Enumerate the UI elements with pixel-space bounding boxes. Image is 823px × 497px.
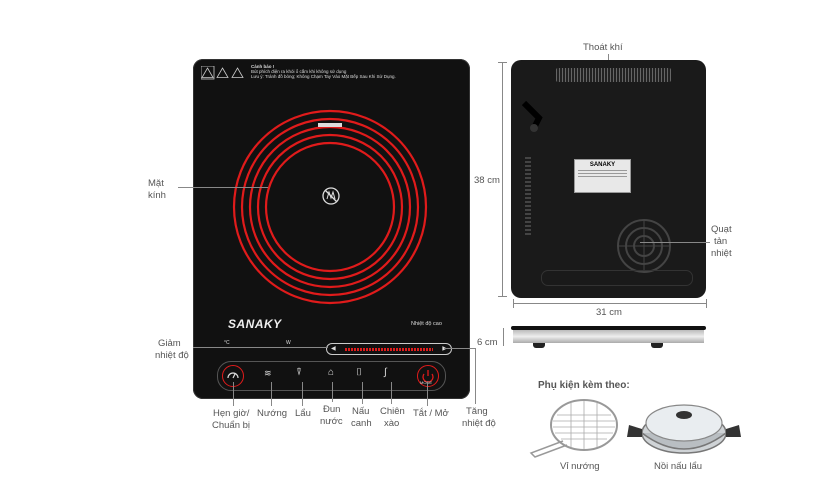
cooktop-bottom-view: SANAKY: [511, 60, 706, 298]
heating-coil: [232, 109, 428, 305]
label-timer-1: Hẹn giờ/: [213, 408, 250, 419]
hotpot-image: [627, 404, 741, 454]
power-cord-icon: [521, 100, 543, 132]
label-decrease-2: nhiệt độ: [155, 350, 189, 361]
decrease-arrow-icon[interactable]: ◀: [331, 346, 336, 352]
soup-button-icon[interactable]: ⌷: [356, 367, 362, 378]
label-timer-2: Chuẩn bị: [212, 420, 251, 431]
temperature-level-bar: [345, 347, 433, 351]
label-hotpot: Lẩu: [295, 408, 311, 419]
label-fry-1: Chiên: [380, 406, 405, 417]
increase-arrow-icon[interactable]: ▶: [442, 346, 447, 352]
label-fan-1: Quạt: [711, 224, 732, 235]
label-increase-1: Tăng: [466, 406, 488, 417]
hotpot-button-icon[interactable]: ⍒: [296, 367, 302, 378]
hotpot-label: Nồi nấu lẩu: [654, 461, 703, 472]
label-boil-2: nước: [320, 416, 343, 427]
temperature-slider[interactable]: ◀ ▶: [326, 343, 452, 355]
width-dimension: 31 cm: [596, 307, 622, 318]
label-fry-2: xào: [384, 418, 400, 429]
mode-label: MODE: [420, 380, 432, 385]
label-vent: Thoát khí: [583, 42, 623, 53]
fry-button-icon[interactable]: ∫: [384, 367, 387, 378]
depth-dimension: 6 cm: [477, 337, 498, 348]
vent-grille: [556, 68, 671, 82]
label-grill: Nướng: [257, 408, 288, 419]
warning-title: Cảnh báo !: [251, 64, 275, 69]
product-label-sticker: SANAKY: [574, 159, 631, 193]
label-fan-3: nhiệt: [711, 248, 732, 259]
label-boil-1: Đun: [323, 404, 341, 415]
cooktop-top-view: Cảnh báo ! Bút phích điện ra khỏi ổ cắm …: [193, 59, 470, 399]
label-power: Tắt / Mở: [413, 408, 449, 419]
label-soup-1: Nấu: [352, 406, 370, 417]
label-glass-2: kính: [148, 190, 166, 201]
cooling-fan-icon: [617, 219, 671, 273]
kettle-button-icon[interactable]: ⌂: [328, 367, 335, 378]
brand-logo: SANAKY: [228, 317, 282, 331]
grill-rack-image: [529, 399, 618, 458]
accessories-title: Phụ kiện kèm theo:: [538, 380, 630, 391]
label-decrease-1: Giảm: [158, 338, 181, 349]
grill-rack-label: Vỉ nướng: [560, 461, 600, 472]
warning-line-1: Bút phích điện ra khỏi ổ cắm khi không s…: [251, 69, 347, 74]
no-touch-icon: [322, 187, 340, 205]
warning-icons: [201, 66, 244, 80]
label-glass-1: Mặt: [148, 178, 164, 189]
label-increase-2: nhiệt độ: [462, 418, 496, 429]
label-fan-2: tản: [714, 236, 728, 247]
cooktop-side-view: [511, 326, 706, 348]
grill-button-icon[interactable]: ≋: [264, 368, 272, 378]
high-temp-label: Nhiệt độ cao: [411, 321, 442, 327]
warning-line-2: Lưu ý: Tránh đồ bỏng; Không Chạm Tay Vào…: [251, 74, 396, 79]
unit-watt: W: [286, 340, 291, 346]
height-dimension: 38 cm: [474, 174, 500, 188]
unit-celsius: °C: [224, 340, 230, 346]
label-soup-2: canh: [351, 418, 372, 429]
power-icon: [422, 370, 434, 383]
power-button[interactable]: MODE: [417, 365, 439, 387]
control-panel: ≋ ⍒ ⌂ ⌷ ∫ MODE: [217, 361, 446, 391]
